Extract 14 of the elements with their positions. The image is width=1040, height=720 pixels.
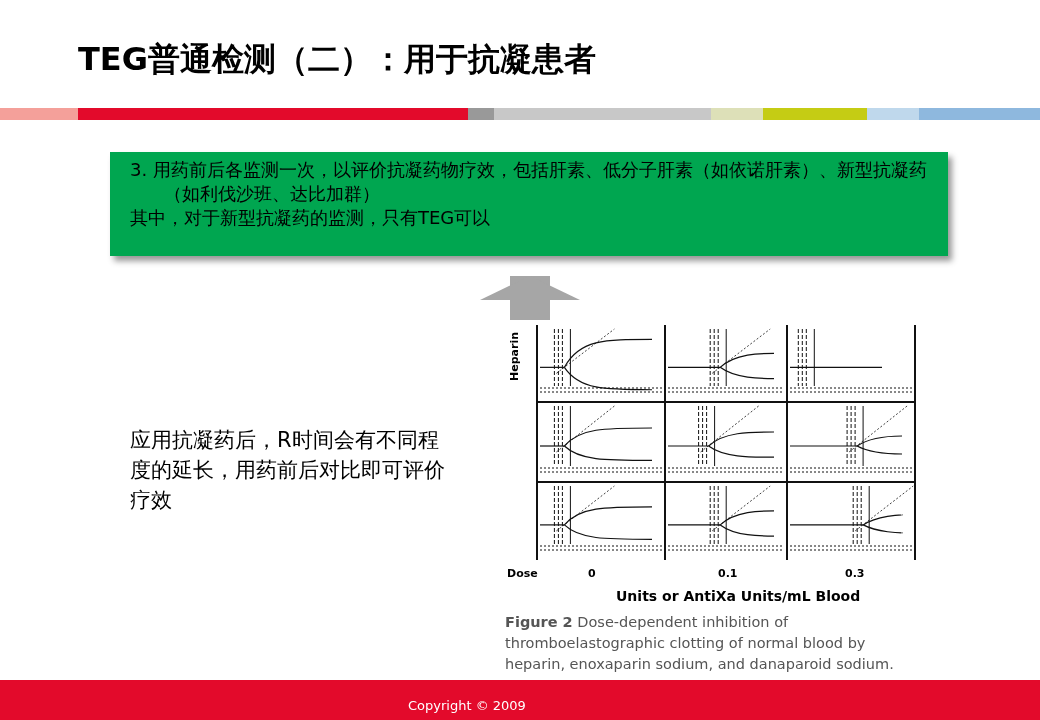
tick-label: 0 <box>588 567 596 580</box>
up-arrow <box>480 276 580 320</box>
figure-caption: Figure 2 Dose-dependent inhibition of thromboelastographic clotting of normal blood by heparin, enoxaparin sodium, and danaparoid sodium. <box>505 613 895 674</box>
body-text: 应用抗凝药后，R时间会有不同程度的延长，用药前后对比即可评价疗效 <box>130 427 446 514</box>
text-panel <box>110 152 948 256</box>
note-text: 其中，对于新型抗凝药的监测，只有TEG可以 <box>130 206 492 230</box>
axis-label: Dose <box>507 567 538 580</box>
slide-title: TEG普通检测（二）：用于抗凝患者 <box>78 39 596 80</box>
list-item-text: 3. 用药前后各监测一次，以评价抗凝药物疗效，包括肝素、低分子肝素（如依诺肝素）、新型抗凝药（如利伐沙班、达比加群） <box>130 158 928 206</box>
tick-label: 0.1 <box>718 567 738 580</box>
row-label: Heparin <box>508 332 521 381</box>
axis-title: Units or AntiXa Units/mL Blood <box>616 588 861 604</box>
copyright-text: Copyright © 2009 <box>408 698 526 713</box>
tick-label: 0.3 <box>845 567 865 580</box>
